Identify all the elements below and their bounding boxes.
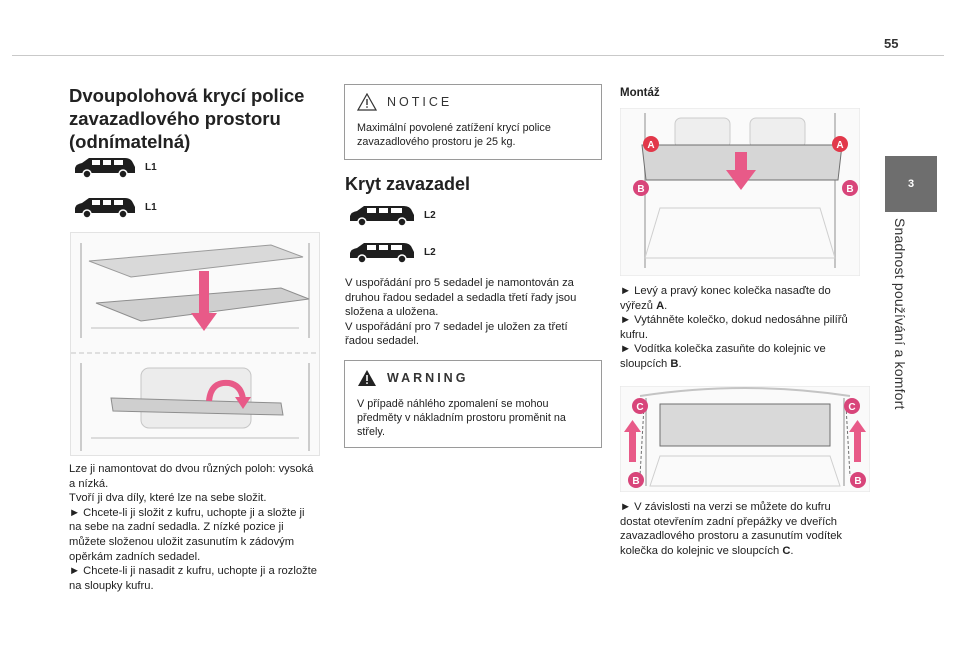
section-title: Dvoupolohová krycí police zavazadlového …	[69, 85, 305, 152]
notice-text: Maximální povolené zatížení krycí police…	[357, 122, 551, 148]
svg-text:C: C	[636, 402, 643, 413]
car-icon	[75, 198, 135, 219]
svg-text:B: B	[846, 184, 853, 195]
step: ► V závislosti na verzi se můžete do kuf…	[620, 501, 843, 557]
paragraph: ► Chcete-li ji složit z kufru, uchopte j…	[69, 506, 305, 563]
section-heading: Kryt zavazadel	[345, 174, 471, 194]
warning-text: V případě náhlého zpomalení se mohou pře…	[357, 398, 566, 438]
arrow-down-icon	[191, 271, 217, 331]
step: ► Vytáhněte kolečko, dokud nedosáhne pil…	[620, 314, 848, 341]
header-divider	[12, 55, 944, 56]
label-marker: C C B B	[628, 398, 866, 488]
chapter-title: Snadnost používání a komfort	[892, 218, 908, 410]
paragraph: Tvoří ji dva díly, které lze na sebe slo…	[69, 492, 267, 505]
arrow-up-icon	[624, 420, 866, 462]
svg-text:C: C	[848, 402, 855, 413]
step: ► Vodítka kolečka zasuňte do kolejnic ve…	[620, 343, 826, 370]
arrow-down-icon	[726, 152, 756, 190]
page-number: 55	[884, 36, 899, 51]
warning-title: WARNING	[387, 371, 469, 385]
car-icon	[75, 158, 135, 179]
warning-triangle-icon	[358, 370, 376, 386]
mounting-illustration: A A B B	[620, 108, 860, 276]
cover-shelf-illustration	[70, 232, 320, 456]
car-label: L2	[424, 246, 436, 258]
svg-text:B: B	[637, 184, 644, 195]
final-step: ► V závislosti na verzi se můžete do kuf…	[620, 500, 860, 558]
car-label: L1	[145, 161, 157, 173]
svg-text:A: A	[647, 140, 654, 151]
car-variant-row: L2	[348, 203, 436, 227]
car-label: L2	[424, 209, 436, 221]
car-label: L1	[145, 201, 157, 213]
svg-text:A: A	[836, 140, 843, 151]
car-variant-row: L1	[73, 195, 157, 219]
mounting-steps: ► Levý a pravý konec kolečka nasaďte do …	[620, 284, 860, 372]
warning-triangle-icon	[357, 93, 377, 111]
chapter-tab: 3	[885, 156, 937, 212]
notice-box: NOTICE Maximální povolené zatížení krycí…	[344, 84, 602, 160]
car-variant-row: L2	[348, 240, 436, 264]
notice-title: NOTICE	[387, 95, 453, 109]
paragraph: V uspořádání pro 5 sedadel je namontován…	[345, 277, 577, 319]
paragraph: V uspořádání pro 7 sedadel je uložen za …	[345, 320, 568, 348]
step: ► Levý a pravý konec kolečka nasaďte do …	[620, 285, 831, 312]
left-body-text: Lze ji namontovat do dvou různých poloh:…	[69, 462, 319, 593]
car-variant-row: L1	[73, 155, 157, 179]
paragraph: Lze ji namontovat do dvou různých poloh:…	[69, 463, 314, 490]
mounting-heading: Montáž	[620, 87, 660, 99]
svg-text:B: B	[854, 476, 861, 487]
middle-body-text: V uspořádání pro 5 sedadel je namontován…	[345, 276, 597, 349]
car-icon	[350, 243, 414, 264]
label-marker: A A B B	[633, 136, 858, 196]
paragraph: ► Chcete-li ji nasadit z kufru, uchopte …	[69, 565, 317, 592]
car-icon	[350, 206, 414, 227]
rotate-arrow-icon	[206, 379, 251, 409]
warning-box: WARNING V případě náhlého zpomalení se m…	[344, 360, 602, 448]
svg-text:B: B	[632, 476, 639, 487]
guide-illustration: C C B B	[620, 386, 870, 492]
